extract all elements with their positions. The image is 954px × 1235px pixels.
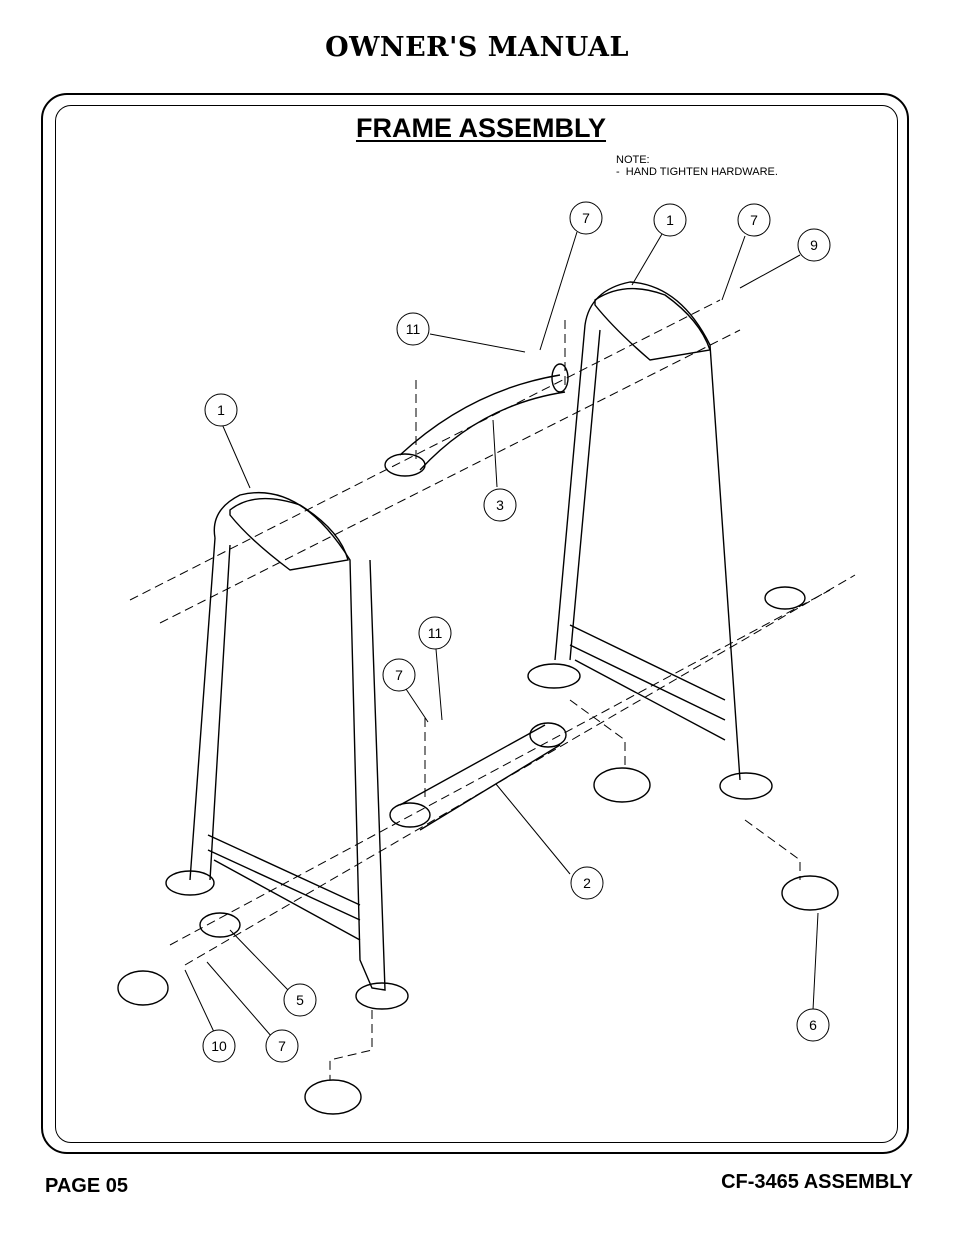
page-border-outer: [41, 93, 909, 1154]
svg-text:2: 2: [583, 875, 591, 891]
left-foot-pad-front: [355, 982, 409, 1010]
svg-text:7: 7: [278, 1038, 286, 1054]
lower-bar-bracket-left: [389, 802, 431, 828]
svg-text:7: 7: [750, 212, 758, 228]
callout-1-top: 1: [653, 203, 687, 237]
callout-3: 3: [483, 488, 517, 522]
right-foot-pad: [527, 663, 581, 689]
top-arch-bar: [399, 374, 566, 471]
assembly-note: NOTE: - HAND TIGHTEN HARDWARE.: [616, 154, 778, 178]
section-title: FRAME ASSEMBLY: [355, 113, 607, 143]
callout-2: 2: [570, 866, 604, 900]
svg-text:1: 1: [666, 212, 674, 228]
model-assembly-label: CF-3465 ASSEMBLY: [721, 1171, 913, 1193]
note-label: NOTE:: [616, 154, 650, 166]
right-frame-cap: [594, 287, 711, 361]
left-frame-tube-left: [189, 537, 231, 881]
svg-text:7: 7: [395, 667, 403, 683]
right-foot-pad-front: [719, 772, 773, 800]
note-text: - HAND TIGHTEN HARDWARE.: [616, 166, 778, 178]
svg-text:9: 9: [810, 237, 818, 253]
frame-drawing: [117, 281, 839, 1115]
callout-5: 5: [283, 983, 317, 1017]
callout-11-top: 11: [396, 312, 430, 346]
svg-text:7: 7: [582, 210, 590, 226]
top-bar-bracket-left: [384, 453, 426, 477]
callout-9: 9: [797, 228, 831, 262]
callout-1-left: 1: [204, 393, 238, 427]
right-frame-tubes: [554, 281, 741, 781]
svg-text:3: 3: [496, 497, 504, 513]
callout-7-top: 7: [569, 201, 603, 235]
left-frame-cap: [229, 497, 349, 571]
svg-text:10: 10: [211, 1038, 227, 1054]
svg-text:1: 1: [217, 402, 225, 418]
svg-text:11: 11: [406, 321, 421, 337]
callout-6: 6: [796, 1008, 830, 1042]
leader-lines: [184, 231, 819, 1038]
svg-text:11: 11: [428, 625, 443, 641]
pad-6: [781, 875, 839, 911]
pad-5: [199, 912, 241, 938]
callout-7-right: 7: [737, 203, 771, 237]
page-number: PAGE 05: [45, 1175, 128, 1197]
callout-7-bottom: 7: [265, 1029, 299, 1063]
left-foot-pad: [165, 870, 215, 896]
dashed-guide-lines: [129, 299, 856, 1080]
left-crossbar: [207, 834, 361, 941]
callouts: 7 1 7 9 11 1 3 11 7 2 5 10 7 6: [202, 201, 831, 1063]
callout-7-mid: 7: [382, 658, 416, 692]
svg-text:5: 5: [296, 992, 304, 1008]
callout-11-mid: 11: [418, 616, 452, 650]
lower-cross-bar: [399, 724, 561, 831]
top-bar-bracket-right: [551, 363, 569, 393]
right-bracket-pad: [764, 586, 806, 610]
svg-text:6: 6: [809, 1017, 817, 1033]
page-border-inner: [55, 105, 898, 1143]
left-frame-tube-right: [213, 491, 386, 991]
pad-5-left: [117, 970, 169, 1006]
document-title: OWNER'S MANUAL: [325, 32, 629, 63]
pad-6-mid: [593, 767, 651, 803]
callout-10: 10: [202, 1029, 236, 1063]
right-crossbar: [569, 624, 726, 741]
lower-bar-bracket-right: [529, 722, 567, 748]
pad-6-left: [304, 1079, 362, 1115]
